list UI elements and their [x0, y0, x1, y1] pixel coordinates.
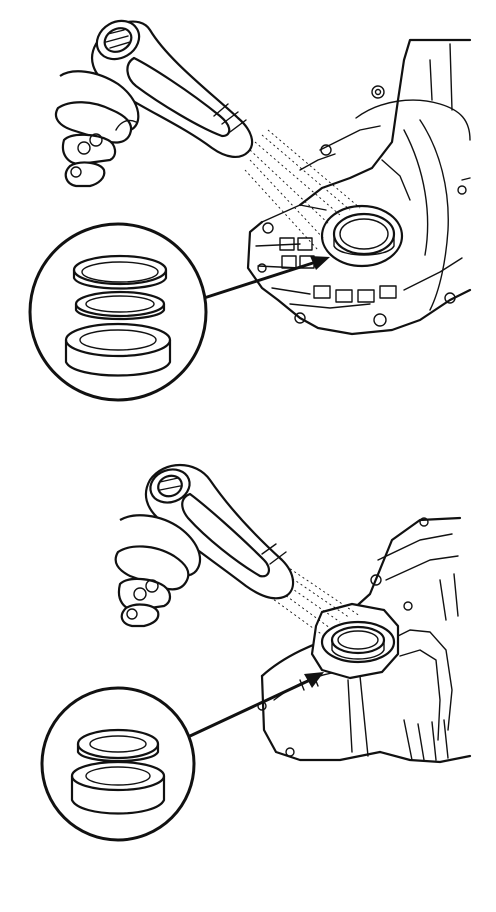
seal-bore-bottom: [320, 620, 396, 664]
magnifier-inset-bottom-icon: [40, 686, 196, 842]
housing-bottom: [257, 516, 472, 764]
bottom-panel: [40, 464, 472, 842]
hand-icon: [54, 70, 140, 188]
magnifier-inset-icon: [28, 222, 208, 402]
arrow-bottom-icon: [189, 672, 324, 738]
arrow-icon: [203, 256, 330, 300]
housing-top: [246, 38, 472, 336]
heat-spray-top: [244, 129, 361, 251]
heat-spray-bottom: [265, 565, 361, 637]
hand-bottom-icon: [114, 514, 202, 628]
top-panel: [28, 19, 472, 402]
heat-gun-bottom-icon: [144, 464, 295, 600]
